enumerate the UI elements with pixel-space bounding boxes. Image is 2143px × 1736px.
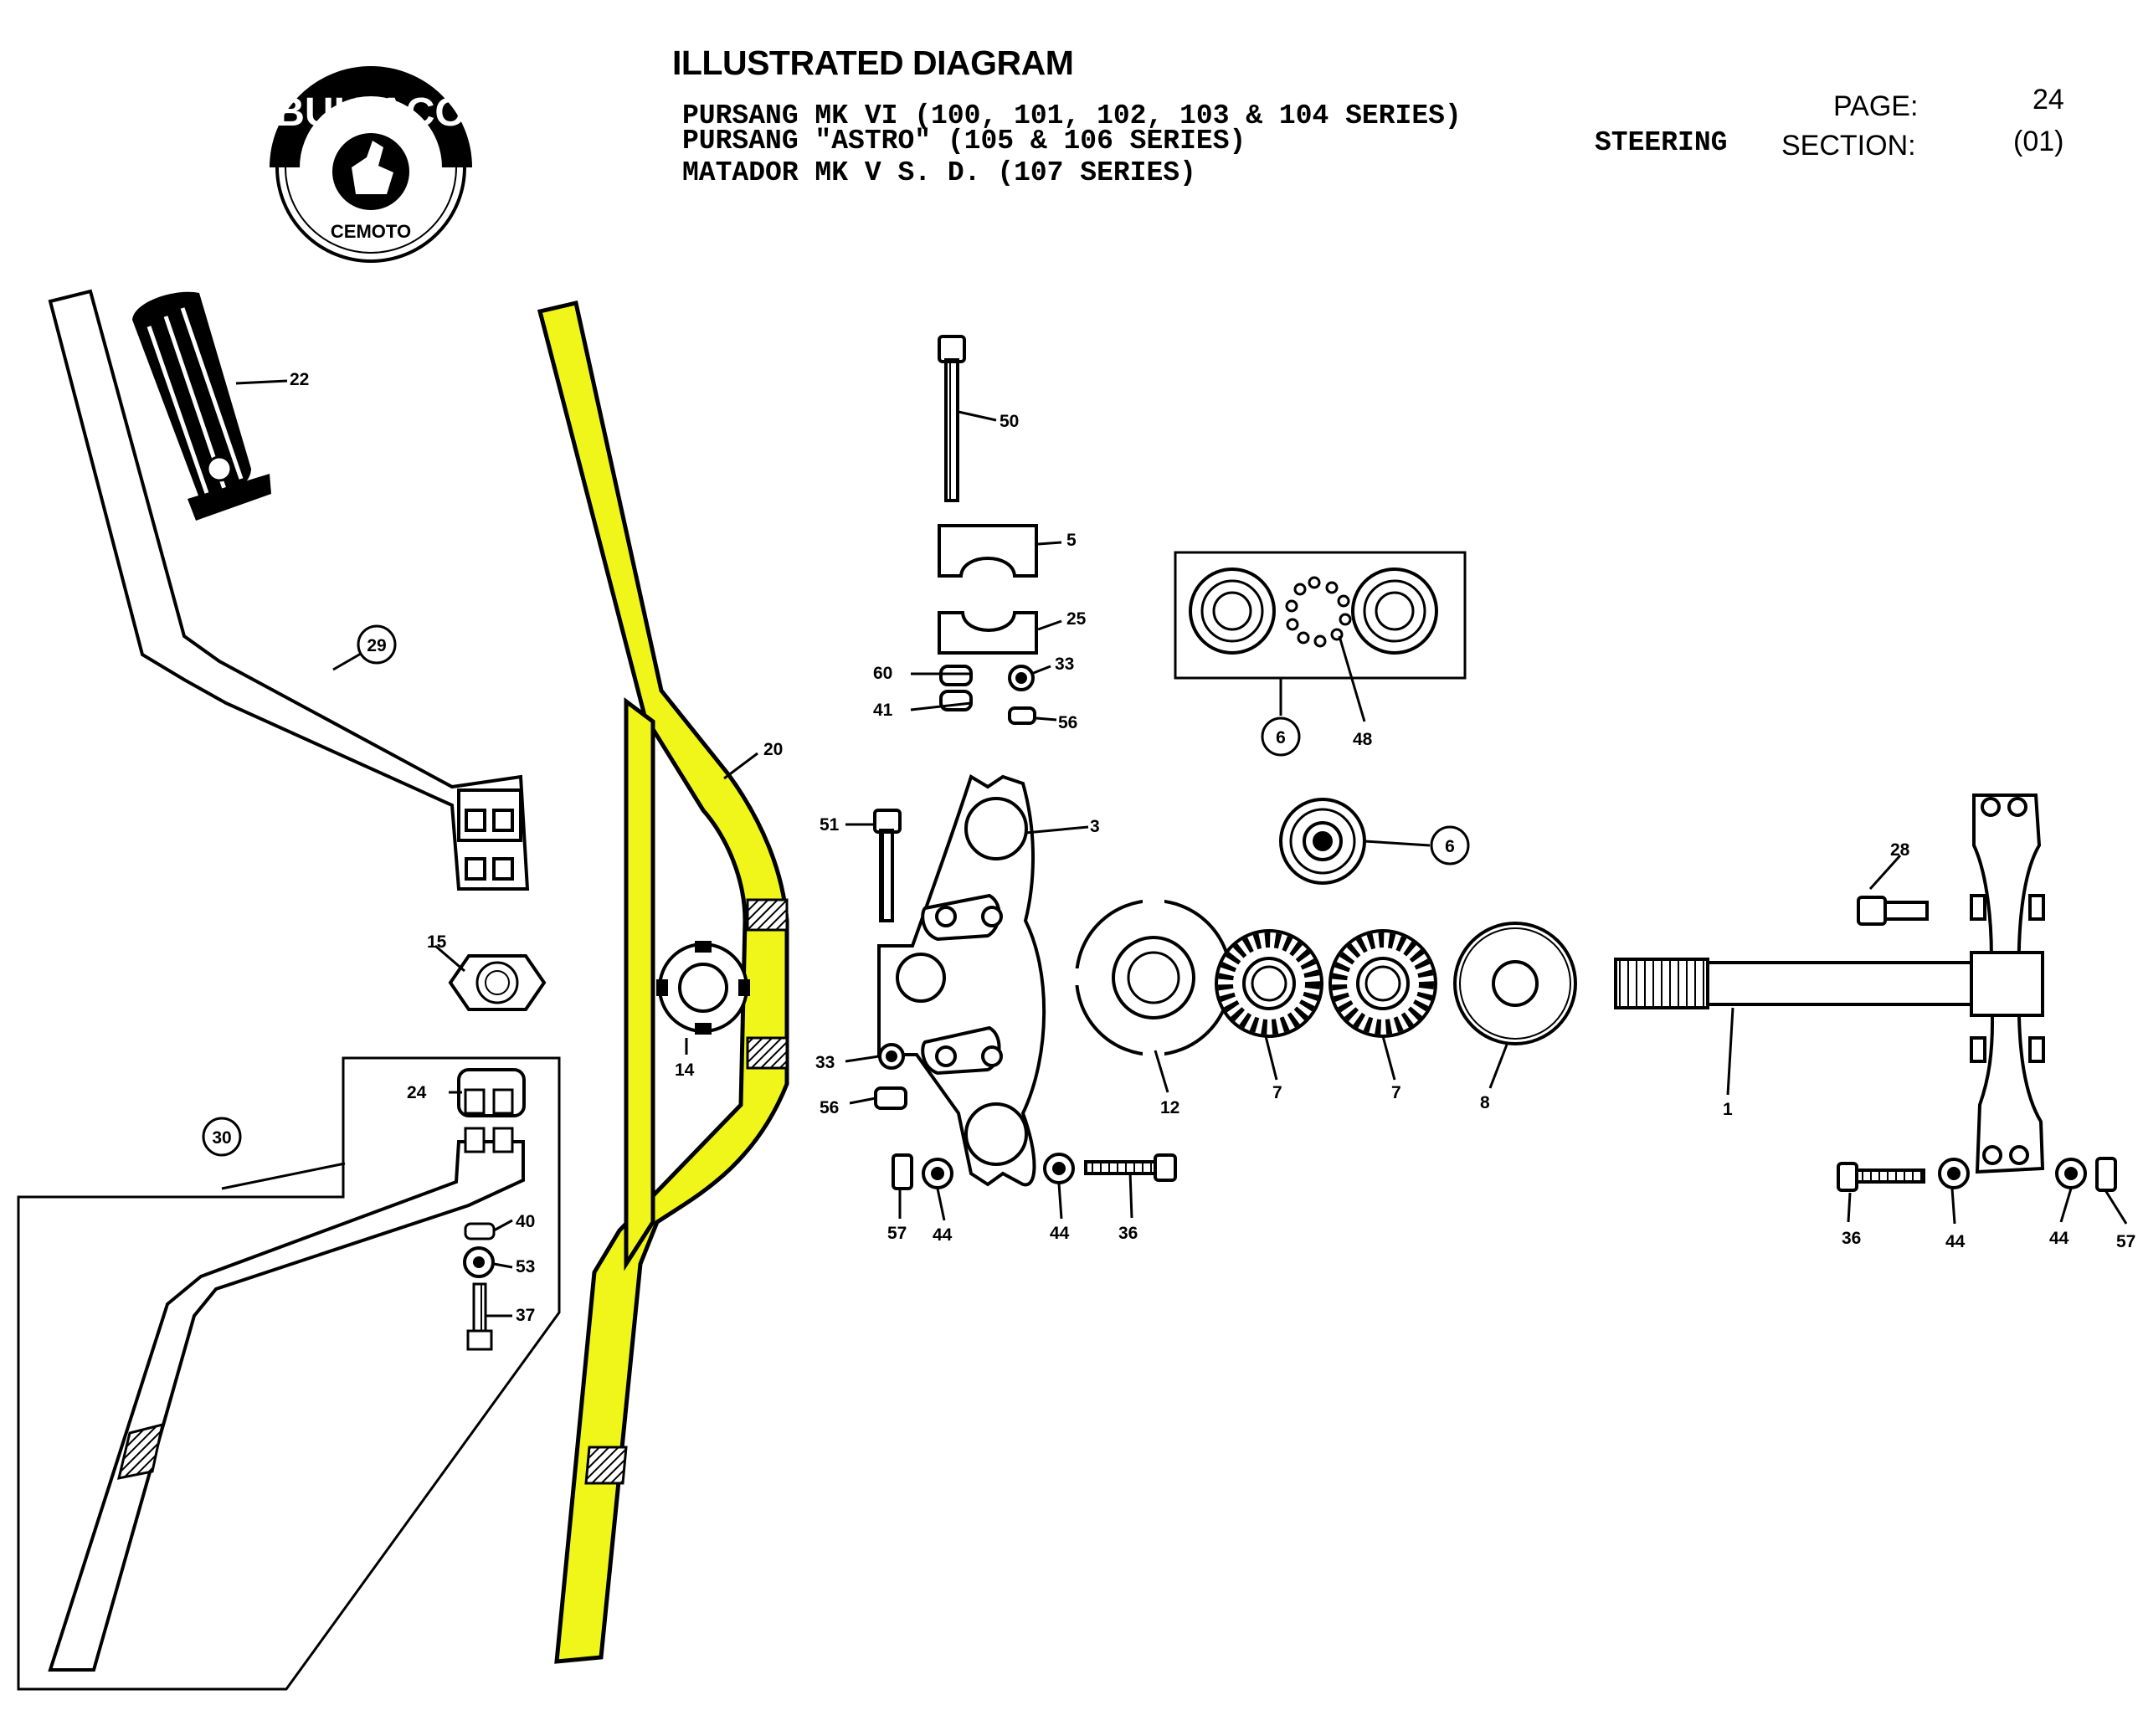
- model-line-2: PURSANG "ASTRO" (105 & 106 SERIES): [682, 126, 1246, 157]
- bultaco-logo: BULTACO CEMOTO: [270, 66, 472, 263]
- part-label: 60: [873, 664, 892, 683]
- part-label: 3: [1090, 817, 1100, 836]
- part-label: 44: [1050, 1224, 1070, 1243]
- part-label: 7: [1391, 1083, 1401, 1102]
- part-label: 14: [675, 1061, 695, 1080]
- section-value: (01): [2013, 126, 2064, 157]
- handlebar-20-highlighted: [537, 300, 789, 1664]
- part-label: 6: [1445, 837, 1455, 856]
- page-label: PAGE:: [1833, 90, 1919, 122]
- steering-stem-1: [1614, 794, 2117, 1192]
- part-label: 6: [1276, 728, 1286, 747]
- part-label: 57: [2116, 1232, 2135, 1251]
- part-label: 44: [2049, 1229, 2069, 1248]
- part-label: 41: [873, 701, 893, 720]
- part-labels: 22 29 30 15 24 40 53 37 14 20 50 5 25 60…: [212, 370, 2135, 1325]
- part-label: 56: [1058, 713, 1077, 732]
- part-label: 44: [933, 1225, 953, 1245]
- part-label: 7: [1272, 1083, 1282, 1102]
- part-label: 53: [516, 1257, 535, 1276]
- page-value: 24: [2033, 84, 2064, 116]
- clamp-parts: [873, 335, 1177, 1190]
- part-label: 8: [1480, 1093, 1490, 1112]
- nut-15: [448, 954, 547, 1011]
- castle-nut-14: [656, 941, 750, 1035]
- leader-lines: [221, 379, 2128, 1317]
- part-label: 24: [407, 1083, 427, 1102]
- page-title: ILLUSTRATED DIAGRAM: [672, 44, 1074, 82]
- part-label: 51: [820, 815, 840, 835]
- part-label: 1: [1723, 1100, 1733, 1119]
- grip-22: [132, 291, 271, 521]
- part-label: 40: [516, 1212, 535, 1231]
- washer-8: [1453, 922, 1577, 1045]
- part-label: 33: [815, 1053, 835, 1072]
- part-label: 50: [1000, 412, 1019, 431]
- handlebar-29: [48, 289, 530, 891]
- ball-bearing-7b: [1328, 929, 1437, 1038]
- part-label: 22: [290, 370, 309, 389]
- callout-circles: [202, 624, 1470, 1157]
- part-label: 33: [1055, 655, 1074, 674]
- logo-text-top: BULTACO: [275, 90, 466, 135]
- part-label: 37: [516, 1306, 535, 1325]
- ball-bearing-7a: [1215, 929, 1323, 1038]
- bearing-cup-6: [1279, 798, 1366, 885]
- part-label: 30: [212, 1128, 231, 1148]
- part-label: 25: [1066, 609, 1087, 629]
- part-label: 36: [1118, 1224, 1138, 1243]
- part-label: 5: [1066, 531, 1077, 550]
- part-label: 20: [763, 740, 783, 759]
- part-label: 12: [1160, 1098, 1179, 1117]
- part-label: 57: [887, 1224, 907, 1243]
- section-label: SECTION:: [1781, 130, 1916, 162]
- handlebar-30-panel: [17, 1056, 561, 1691]
- part-label: 28: [1890, 840, 1910, 860]
- logo-text-bottom: CEMOTO: [331, 221, 411, 242]
- part-label: 36: [1842, 1229, 1861, 1248]
- dust-cover-12: [1073, 898, 1234, 1056]
- bearing-kit-6-48: [1174, 551, 1467, 680]
- part-label: 48: [1353, 730, 1373, 749]
- part-label: 44: [1945, 1232, 1966, 1251]
- part-label: 56: [820, 1098, 839, 1117]
- part-label: 29: [367, 636, 386, 655]
- section-name: STEERING: [1595, 127, 1728, 158]
- thumbs-up-icon: [352, 141, 393, 194]
- model-line-3: MATADOR MK V S. D. (107 SERIES): [682, 157, 1196, 188]
- model-line-1: PURSANG MK VI (100, 101, 102, 103 & 104 …: [682, 100, 1462, 131]
- part-label: 15: [427, 932, 447, 952]
